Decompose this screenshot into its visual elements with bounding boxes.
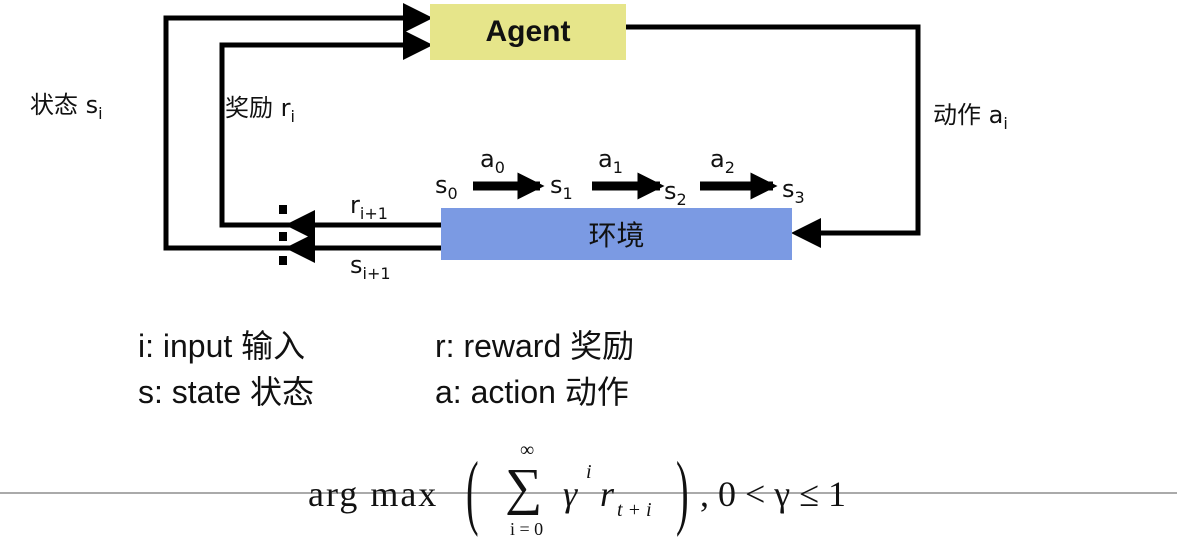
legend-reward: r: reward 奖励 [435, 328, 635, 364]
formula-sum-bottom: i = 0 [510, 519, 544, 539]
environment-label: 环境 [588, 219, 645, 252]
formula-argmax: arg max [308, 474, 439, 514]
formula-right-paren: ) [676, 445, 689, 538]
state-s3: s3 [782, 175, 805, 207]
legend-state: s: state 状态 [138, 374, 315, 410]
state-s0: s0 [435, 171, 458, 203]
state-label: 状态 si [30, 91, 103, 123]
formula-constraint: , 0 < γ ≤ 1 [700, 474, 846, 514]
legend-input: i: input 输入 [138, 328, 306, 364]
switch-dot [279, 232, 287, 241]
next-state-label: si+1 [350, 251, 391, 283]
formula-sum-top: ∞ [520, 439, 535, 461]
formula-exponent: i [586, 461, 592, 483]
action-a2: a2 [710, 145, 735, 177]
next-reward-label: ri+1 [350, 191, 388, 223]
action-label: 动作 ai [933, 101, 1008, 133]
switch-dot [279, 205, 287, 214]
state-s2: s2 [664, 177, 687, 209]
formula-left-paren: ( [466, 445, 479, 538]
switch-dot [279, 256, 287, 265]
action-a0: a0 [480, 145, 505, 177]
reward-feedback-arrow [219, 30, 441, 228]
environment-box: 环境 [441, 208, 792, 260]
formula-sum: ∑ [505, 459, 543, 516]
agent-box: Agent [430, 4, 626, 60]
state-feedback-arrow [163, 3, 441, 251]
agent-label: Agent [485, 15, 571, 48]
formula-r-subscript: t + i [617, 499, 652, 521]
state-s1: s1 [550, 171, 573, 203]
reward-label: 奖励 ri [225, 94, 295, 126]
action-a1: a1 [598, 145, 623, 177]
formula-gamma: γ [563, 474, 578, 514]
action-arrow [626, 24, 921, 248]
legend-action: a: action 动作 [435, 374, 629, 410]
formula-r: r [600, 474, 615, 514]
